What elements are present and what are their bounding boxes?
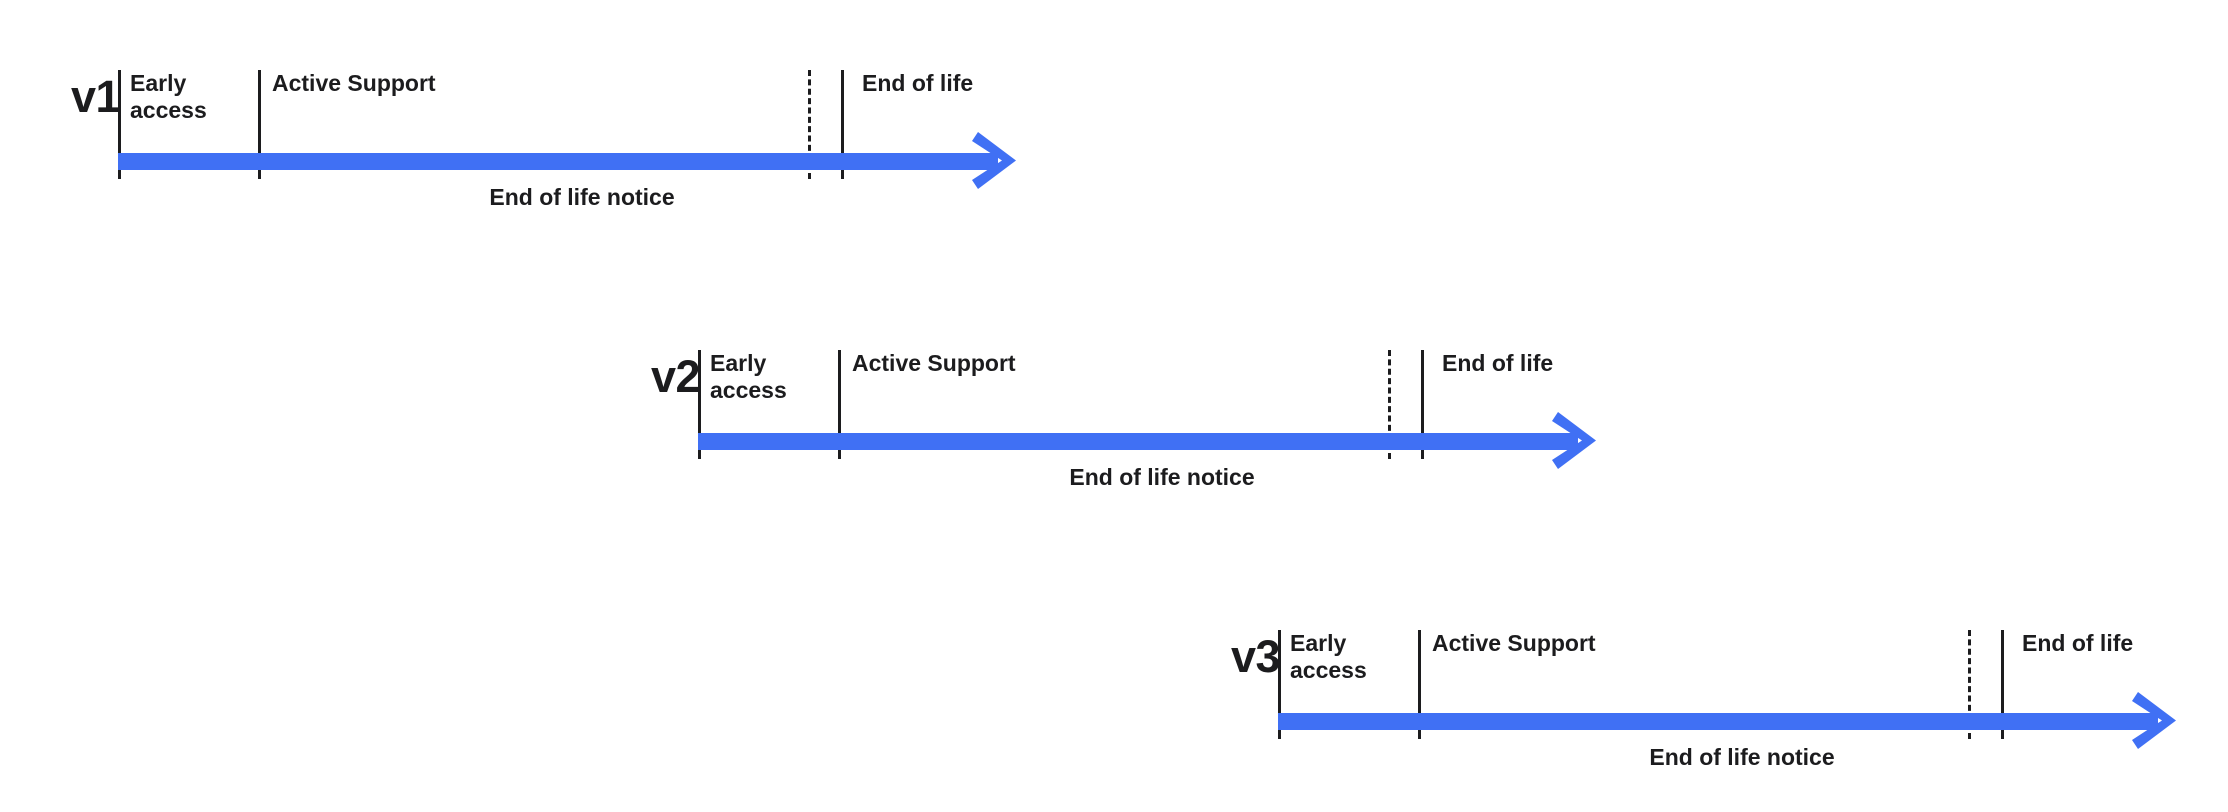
- segment-label-early-access-v1: Early access: [130, 70, 207, 124]
- notice-label-v1: End of life notice: [489, 184, 675, 210]
- segment-label-end-of-life-v3: End of life: [2022, 630, 2134, 656]
- divider-early-access-end-v1: [258, 70, 261, 179]
- timeline-v1: v1 Early access Active Support End of li…: [32, 26, 1082, 241]
- segment-label-early-access-v2: Early access: [710, 350, 787, 404]
- divider-start-v3: [1278, 630, 1281, 739]
- lifecycle-bar-v3: [1278, 713, 2158, 730]
- arrow-right-icon: [2132, 690, 2180, 752]
- segment-label-active-support-v2: Active Support: [852, 350, 1016, 376]
- segment-label-early-access-v3: Early access: [1290, 630, 1367, 684]
- divider-early-access-end-v2: [838, 350, 841, 459]
- arrow-right-icon: [972, 130, 1020, 192]
- lifecycle-bar-v1: [118, 153, 998, 170]
- divider-end-of-life-v1: [841, 70, 844, 179]
- divider-start-v1: [118, 70, 121, 179]
- segment-label-active-support-v1: Active Support: [272, 70, 436, 96]
- segment-label-active-support-v3: Active Support: [1432, 630, 1596, 656]
- divider-end-of-life-v2: [1421, 350, 1424, 459]
- version-label-v3: v3: [1230, 631, 1281, 682]
- version-label-v1: v1: [70, 71, 121, 122]
- segment-label-end-of-life-v1: End of life: [862, 70, 974, 96]
- notice-label-v3: End of life notice: [1649, 744, 1835, 770]
- lifecycle-bar-v2: [698, 433, 1578, 450]
- timeline-v3: v3 Early access Active Support End of li…: [1192, 586, 2228, 801]
- divider-eol-notice-v2: [1388, 350, 1391, 459]
- divider-early-access-end-v3: [1418, 630, 1421, 739]
- divider-eol-notice-v3: [1968, 630, 1971, 739]
- arrow-right-icon: [1552, 410, 1600, 472]
- divider-eol-notice-v1: [808, 70, 811, 179]
- divider-start-v2: [698, 350, 701, 459]
- version-label-v2: v2: [650, 351, 701, 402]
- segment-label-end-of-life-v2: End of life: [1442, 350, 1554, 376]
- timeline-v2: v2 Early access Active Support End of li…: [612, 306, 1662, 521]
- divider-end-of-life-v3: [2001, 630, 2004, 739]
- notice-label-v2: End of life notice: [1069, 464, 1255, 490]
